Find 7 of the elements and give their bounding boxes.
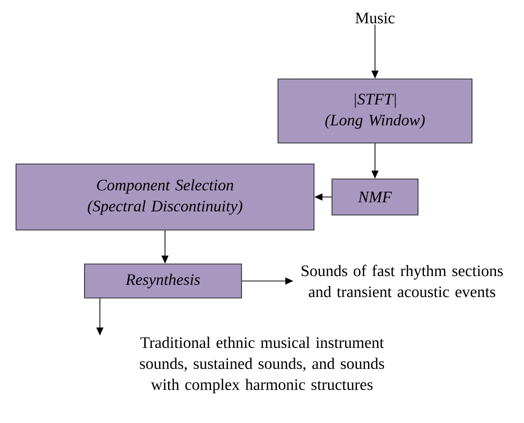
process-box: NMF: [332, 178, 418, 216]
process-box: |STFT| (Long Window): [278, 78, 472, 144]
process-box: Resynthesis: [84, 264, 242, 298]
output-text: Sounds of fast rhythm sections and transient acoustic events: [302, 264, 503, 298]
process-box: Component Selection (Spectral Discontinuity): [16, 164, 314, 230]
input-text: Music: [355, 12, 394, 24]
output-text: Traditional ethnic musical instrument sounds, sustained sounds, and sounds with complex harmonic structures: [140, 336, 384, 394]
